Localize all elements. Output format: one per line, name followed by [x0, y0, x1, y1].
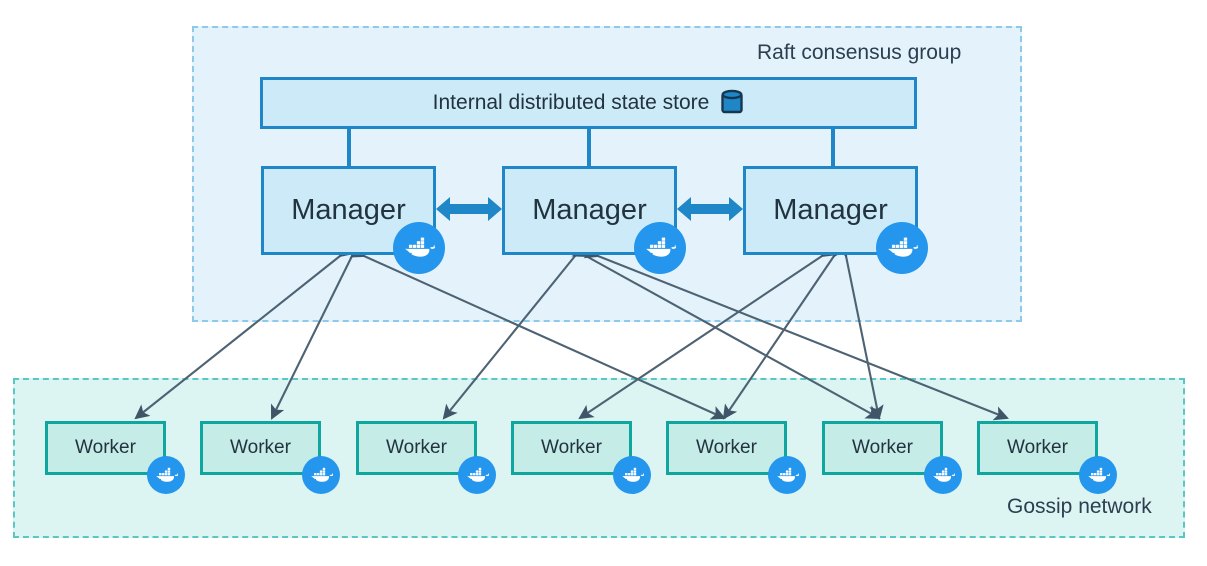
raft-consensus-group-label: Raft consensus group	[757, 41, 962, 64]
docker-whale-icon-worker-4	[613, 456, 651, 494]
docker-whale-icon-manager-3	[876, 222, 928, 274]
worker-node-4[interactable]: Worker	[511, 421, 632, 475]
docker-whale-icon-worker-5	[768, 456, 806, 494]
manager-link-2-3-arrow	[677, 197, 743, 221]
state-store-connector-right	[831, 128, 835, 166]
internal-state-store-box[interactable]: Internal distributed state store	[260, 77, 917, 129]
worker-node-5[interactable]: Worker	[666, 421, 787, 475]
worker-node-1[interactable]: Worker	[45, 421, 166, 475]
worker-node-2[interactable]: Worker	[200, 421, 321, 475]
state-store-connector-center	[587, 128, 591, 166]
gossip-network-label: Gossip network	[1007, 495, 1152, 518]
state-store-connector-left	[347, 128, 351, 166]
docker-whale-icon-manager-1	[393, 222, 445, 274]
worker-node-6[interactable]: Worker	[822, 421, 943, 475]
docker-whale-icon-worker-2	[302, 456, 340, 494]
database-cylinder-icon	[720, 89, 744, 117]
manager-link-1-2-arrow	[436, 197, 502, 221]
docker-whale-icon-worker-6	[924, 456, 962, 494]
worker-node-7[interactable]: Worker	[977, 421, 1098, 475]
docker-whale-icon-worker-7	[1079, 456, 1117, 494]
worker-node-3[interactable]: Worker	[356, 421, 477, 475]
docker-whale-icon-worker-1	[147, 456, 185, 494]
internal-state-store-label: Internal distributed state store	[432, 91, 710, 114]
docker-whale-icon-worker-3	[458, 456, 496, 494]
docker-whale-icon-manager-2	[634, 222, 686, 274]
